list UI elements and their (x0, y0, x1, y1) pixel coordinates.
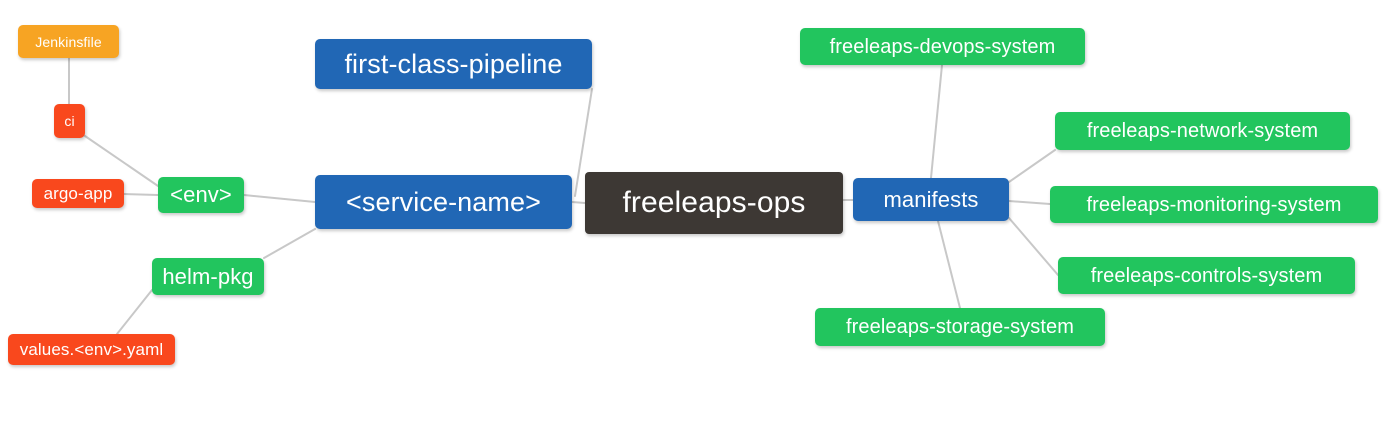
node-label: freeleaps-ops (622, 186, 806, 219)
edge-service-to-env (243, 194, 316, 203)
node-label: <env> (170, 182, 232, 207)
node-label: ci (64, 113, 75, 129)
node-label: values.<env>.yaml (19, 340, 164, 359)
node-ci[interactable]: ci (54, 104, 85, 138)
node-label: freeleaps-controls-system (1090, 264, 1323, 287)
node-network[interactable]: freeleaps-network-system (1055, 112, 1350, 150)
node-label: <service-name> (346, 186, 541, 217)
node-label: manifests (883, 186, 979, 212)
edge-service-to-helm (263, 228, 316, 259)
node-label: helm-pkg (162, 263, 254, 289)
edge-helm-to-values (116, 289, 153, 335)
node-manifests[interactable]: manifests (853, 178, 1009, 221)
node-storage[interactable]: freeleaps-storage-system (815, 308, 1105, 346)
node-env[interactable]: <env> (158, 177, 244, 213)
node-helm[interactable]: helm-pkg (152, 258, 264, 295)
edge-manifests-to-monitoring (1008, 200, 1051, 205)
node-service[interactable]: <service-name> (315, 175, 572, 229)
node-devops[interactable]: freeleaps-devops-system (800, 28, 1085, 65)
node-label: Jenkinsfile (35, 33, 102, 50)
edge-manifests-to-network (1008, 149, 1056, 183)
edge-manifests-to-devops (930, 64, 943, 179)
node-label: freeleaps-monitoring-system (1086, 193, 1342, 216)
node-label: freeleaps-storage-system (845, 316, 1075, 338)
node-label: freeleaps-network-system (1086, 120, 1319, 142)
node-label: first-class-pipeline (344, 48, 563, 79)
node-jenkinsfile[interactable]: Jenkinsfile (18, 25, 119, 58)
node-controls[interactable]: freeleaps-controls-system (1058, 257, 1355, 294)
edge-manifests-to-controls (1008, 217, 1059, 276)
node-argo[interactable]: argo-app (32, 179, 124, 208)
node-monitoring[interactable]: freeleaps-monitoring-system (1050, 186, 1378, 223)
node-root[interactable]: freeleaps-ops (585, 172, 843, 234)
edge-root-to-service (571, 201, 586, 204)
node-label: argo-app (43, 184, 113, 203)
node-label: freeleaps-devops-system (829, 35, 1056, 58)
node-pipeline[interactable]: first-class-pipeline (315, 39, 592, 89)
edge-manifests-to-storage (937, 220, 961, 309)
edge-env-to-argo (123, 193, 159, 196)
node-values[interactable]: values.<env>.yaml (8, 334, 175, 365)
